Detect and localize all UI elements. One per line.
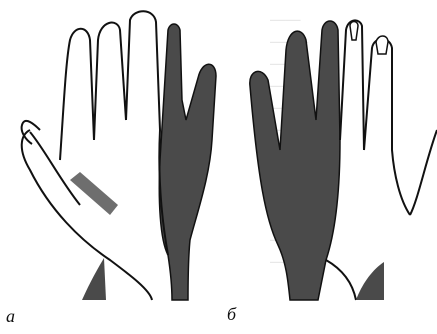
hand-b-little-finger	[364, 39, 410, 215]
hand-a-outline	[22, 11, 168, 300]
hand-a-wrist-left	[82, 258, 106, 300]
hand-b-wrist-right	[356, 262, 384, 300]
hand-a-shaded-region	[159, 24, 216, 300]
hand-b-shaded-region	[250, 21, 340, 300]
panel-a-label: а	[6, 306, 15, 327]
panel-b-label: б	[227, 304, 236, 325]
hand-b-nail-ring	[350, 22, 358, 41]
hand-a-wrist-hatching	[70, 172, 118, 215]
hand-a-thumb	[22, 121, 80, 205]
hand-a	[22, 11, 216, 300]
hand-b-nail-little	[376, 36, 388, 54]
hand-b	[250, 20, 437, 300]
